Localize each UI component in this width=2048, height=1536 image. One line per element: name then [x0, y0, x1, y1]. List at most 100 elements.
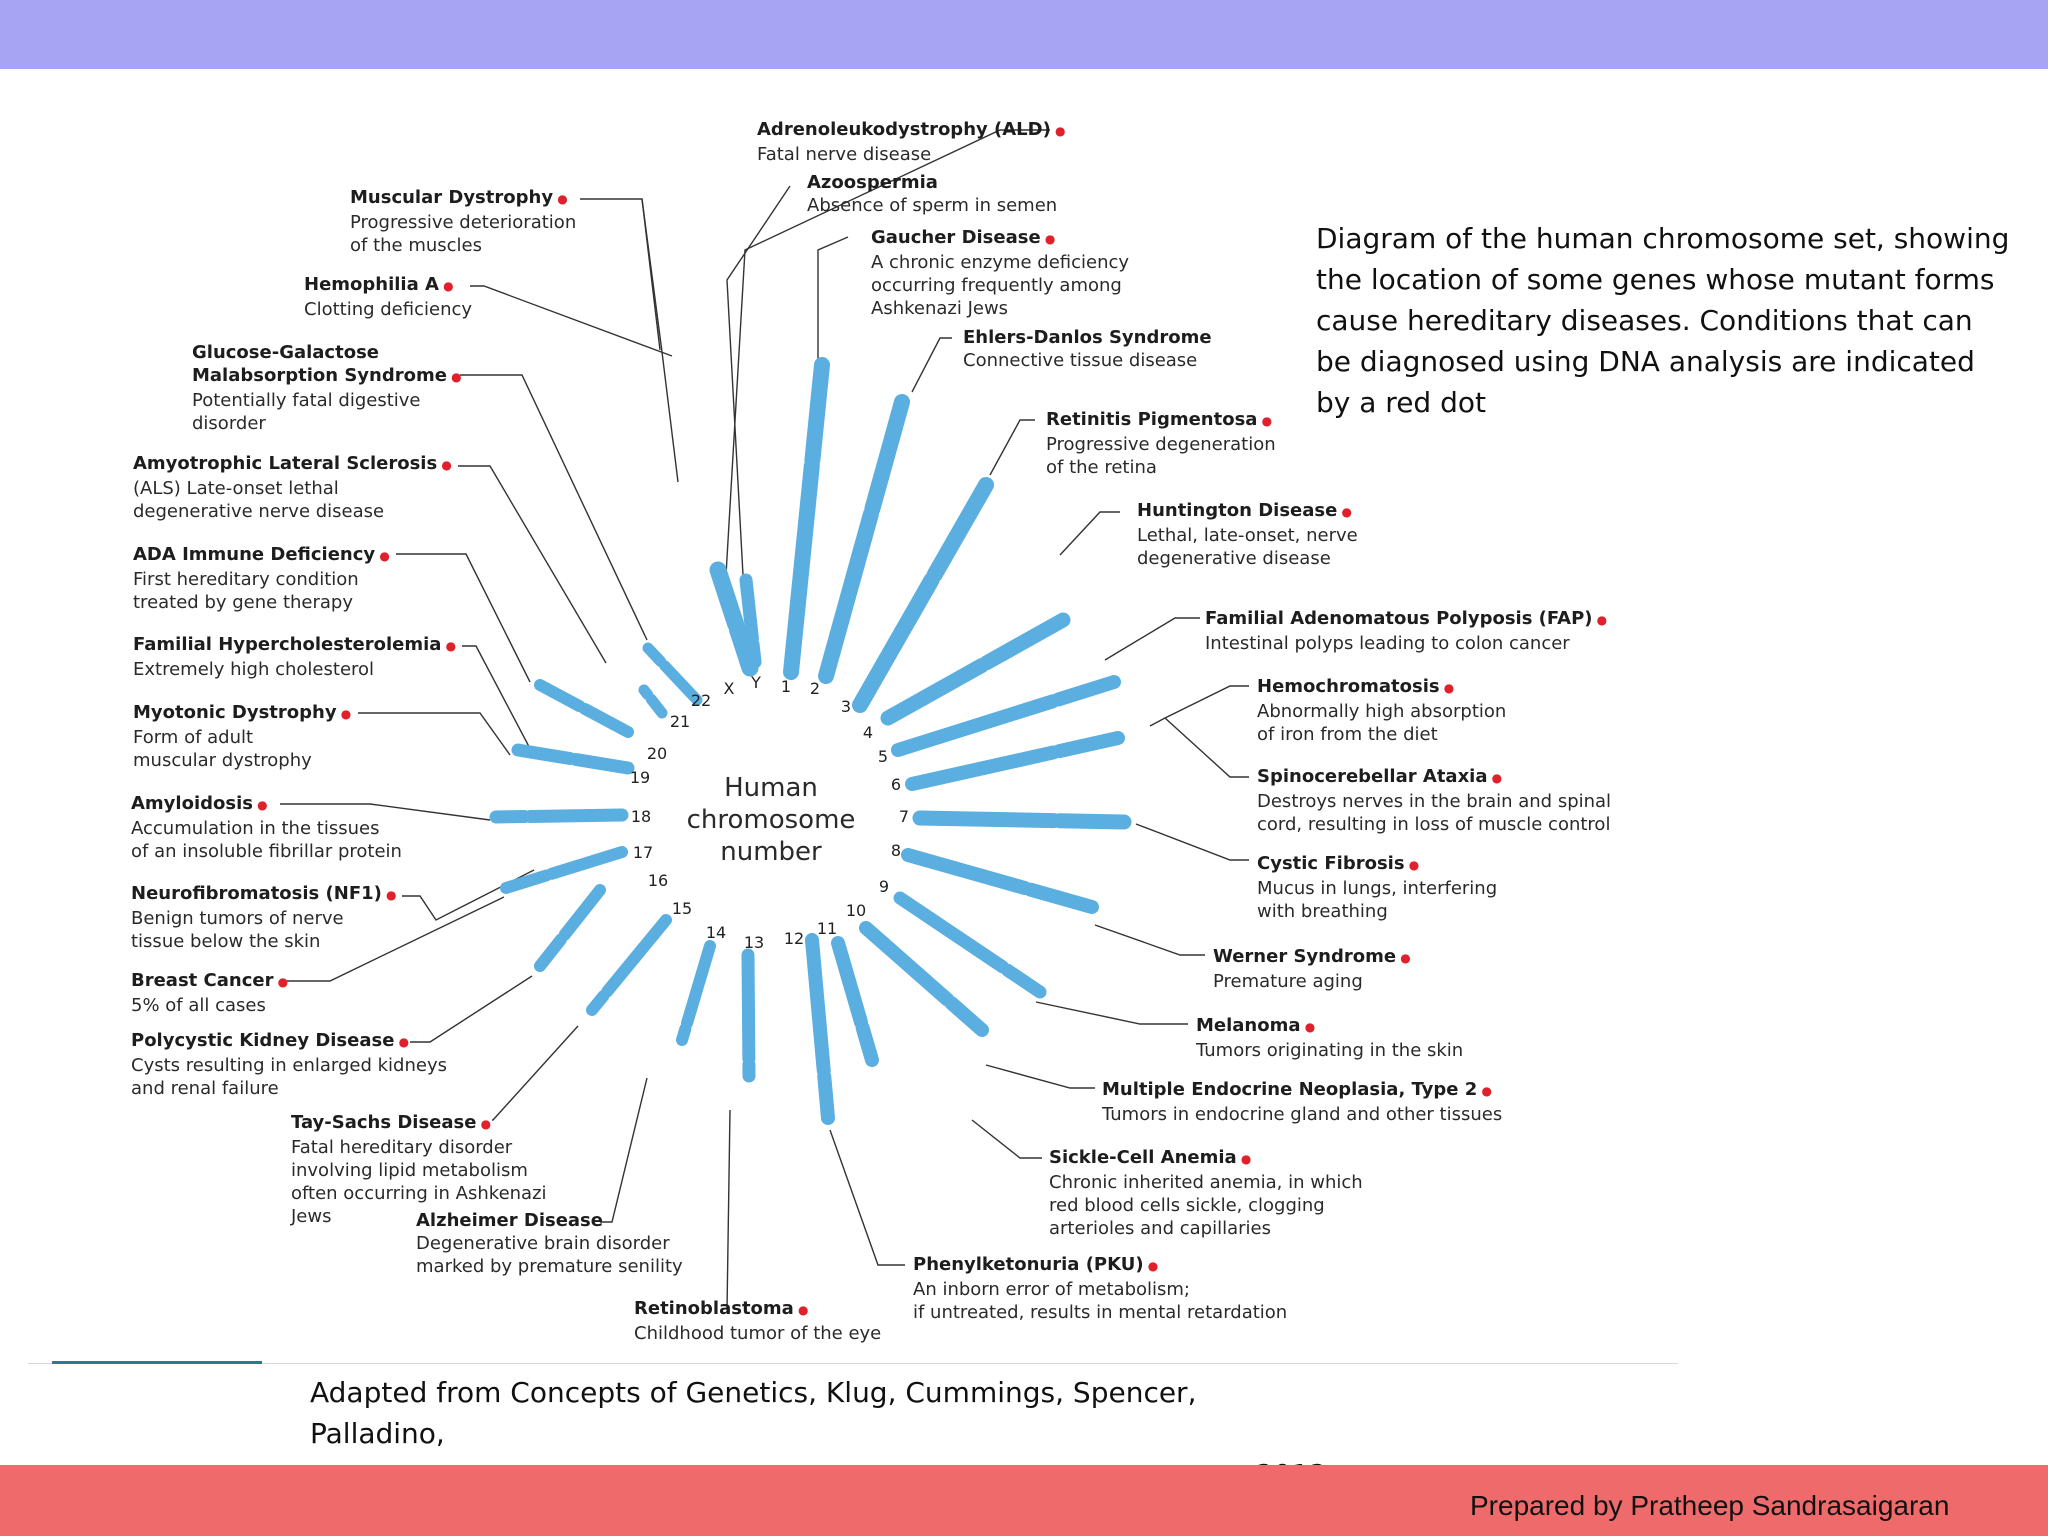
disease-description: degenerative disease: [1137, 548, 1331, 569]
bottom-banner: [0, 1465, 2048, 1536]
chromosome-arm: [728, 621, 759, 677]
chromosome-arm: [645, 693, 668, 719]
leader-line: [402, 869, 535, 921]
disease-description: First hereditary condition: [133, 569, 359, 590]
disease-description: Progressive deterioration: [350, 212, 577, 233]
chromosome-arm: [511, 743, 577, 766]
dna-test-dot: ●: [1477, 1084, 1492, 1098]
disease-description: Malabsorption Syndrome ●: [192, 365, 462, 386]
chromosome-number: 17: [633, 843, 653, 862]
leader-lines: [280, 129, 1249, 1311]
chromosome-arm: [500, 869, 553, 894]
chromosome-arm: [817, 1069, 835, 1125]
chromosome-arm: [545, 846, 628, 880]
disease-label: Huntington Disease ●Lethal, late-onset, …: [1137, 499, 1358, 570]
disease-name: Retinitis Pigmentosa ●: [1046, 409, 1273, 430]
disease-description: Connective tissue disease: [963, 350, 1198, 371]
disease-label: Amyotrophic Lateral Sclerosis ●(ALS) Lat…: [133, 452, 452, 523]
disease-description: Mucus in lungs, interfering: [1257, 878, 1498, 899]
disease-name: Huntington Disease ●: [1137, 500, 1352, 521]
chromosome-number: 4: [863, 723, 873, 742]
dna-test-dot: ●: [437, 458, 452, 472]
disease-description: arterioles and capillaries: [1049, 1218, 1271, 1239]
chromosome-arm: [891, 694, 1060, 757]
dna-test-dot: ●: [1300, 1020, 1316, 1034]
disease-description: of the muscles: [350, 235, 483, 256]
disease-description: Benign tumors of nerve: [131, 908, 344, 929]
leader-line: [725, 129, 1050, 576]
chromosome-number: 22: [691, 691, 711, 710]
disease-name: Retinoblastoma ●: [634, 1298, 809, 1319]
disease-label: Familial Hypercholesterolemia ●Extremely…: [133, 633, 456, 681]
leader-line: [1035, 1001, 1188, 1025]
dna-test-dot: ●: [1257, 414, 1273, 428]
disease-description: Premature aging: [1213, 971, 1363, 992]
disease-label: Cystic Fibrosis ●Mucus in lungs, interfe…: [1257, 852, 1497, 923]
chromosome-arm: [852, 572, 940, 713]
dna-test-dot: ●: [1337, 505, 1352, 519]
disease-label: Retinoblastoma ● Childhood tumor of the e…: [634, 1297, 881, 1345]
chromosome-arm: [1000, 963, 1047, 999]
disease-name: Gaucher Disease ●: [871, 227, 1056, 248]
disease-description: red blood cells sickle, clogging: [1049, 1195, 1325, 1216]
disease-description: Fatal hereditary disorder: [291, 1137, 513, 1158]
disease-description: Fatal nerve disease: [757, 144, 932, 165]
disease-label: ADA Immune Deficiency ● First hereditary …: [133, 543, 390, 614]
disease-name: Spinocerebellar Ataxia ●: [1257, 766, 1503, 787]
disease-description: Form of adult: [133, 727, 254, 748]
chromosome-number: 19: [630, 768, 650, 787]
chromosome-arm: [569, 752, 635, 775]
dna-test-dot: ●: [1040, 232, 1056, 246]
disease-description: with breathing: [1257, 901, 1388, 922]
disease-label: Adrenoleukodystrophy (ALD) ●Fatal nerve …: [757, 118, 1065, 166]
disease-description: 5% of all cases: [131, 995, 266, 1016]
disease-description: An inborn error of metabolism;: [913, 1279, 1190, 1300]
chromosome-number: 16: [648, 871, 668, 890]
dna-test-dot: ●: [1236, 1152, 1252, 1166]
disease-description: of an insoluble fibrillar protein: [131, 841, 402, 862]
disease-name: Ehlers-Danlos Syndrome: [963, 327, 1212, 348]
dna-test-dot: ●: [438, 279, 454, 293]
leader-line: [817, 236, 849, 360]
chromosome-number: 1: [781, 677, 791, 696]
chromosome-arm: [926, 477, 994, 583]
disease-description: muscular dystrophy: [133, 750, 312, 771]
leader-line: [1135, 823, 1249, 861]
disease-name: ADA Immune Deficiency ●: [133, 544, 390, 565]
disease-description: often occurring in Ashkenazi: [291, 1183, 547, 1204]
disease-label: Hemophilia A ●Clotting deficiency: [304, 273, 472, 321]
leader-line: [641, 198, 661, 351]
chromosome-number: 12: [784, 929, 804, 948]
chromosome-arm: [805, 933, 831, 1078]
disease-label: Tay-Sachs Disease ●Fatal hereditary diso…: [291, 1111, 547, 1228]
chromosome-arm: [1051, 675, 1121, 707]
dna-test-dot: ●: [1439, 681, 1455, 695]
chromosome-arm: [681, 940, 716, 1030]
dna-test-dot: ●: [336, 707, 352, 721]
disease-name: Muscular Dystrophy ●: [350, 187, 568, 208]
dna-test-dot: ●: [1050, 124, 1066, 138]
disease-name: Myotonic Dystrophy ●: [133, 702, 352, 723]
disease-description: Potentially fatal digestive: [192, 390, 421, 411]
chromosome-number: 18: [631, 807, 651, 826]
chromosome-arm: [912, 810, 1062, 829]
disease-description: Accumulation in the tissues: [131, 818, 380, 839]
disease-description: Childhood tumor of the eye: [634, 1323, 882, 1344]
disease-label: Multiple Endocrine Neoplasia, Type 2 ●Tu…: [1102, 1078, 1502, 1126]
disease-name: Amyloidosis ●: [131, 793, 268, 814]
chromosome-arm: [739, 573, 759, 646]
chromosome-arm: [676, 1022, 692, 1046]
disease-description: tissue below the skin: [131, 931, 321, 952]
chromosome-number: Y: [750, 673, 761, 692]
leader-line: [396, 553, 531, 683]
leader-line: [1149, 685, 1249, 727]
disease-name: Polycystic Kidney Disease ●: [131, 1030, 410, 1051]
disease-description: of the retina: [1046, 457, 1157, 478]
disease-name: Neurofibromatosis (NF1) ●: [131, 883, 397, 904]
disease-name: Breast Cancer ●: [131, 970, 289, 991]
disease-description: and renal failure: [131, 1078, 279, 1099]
